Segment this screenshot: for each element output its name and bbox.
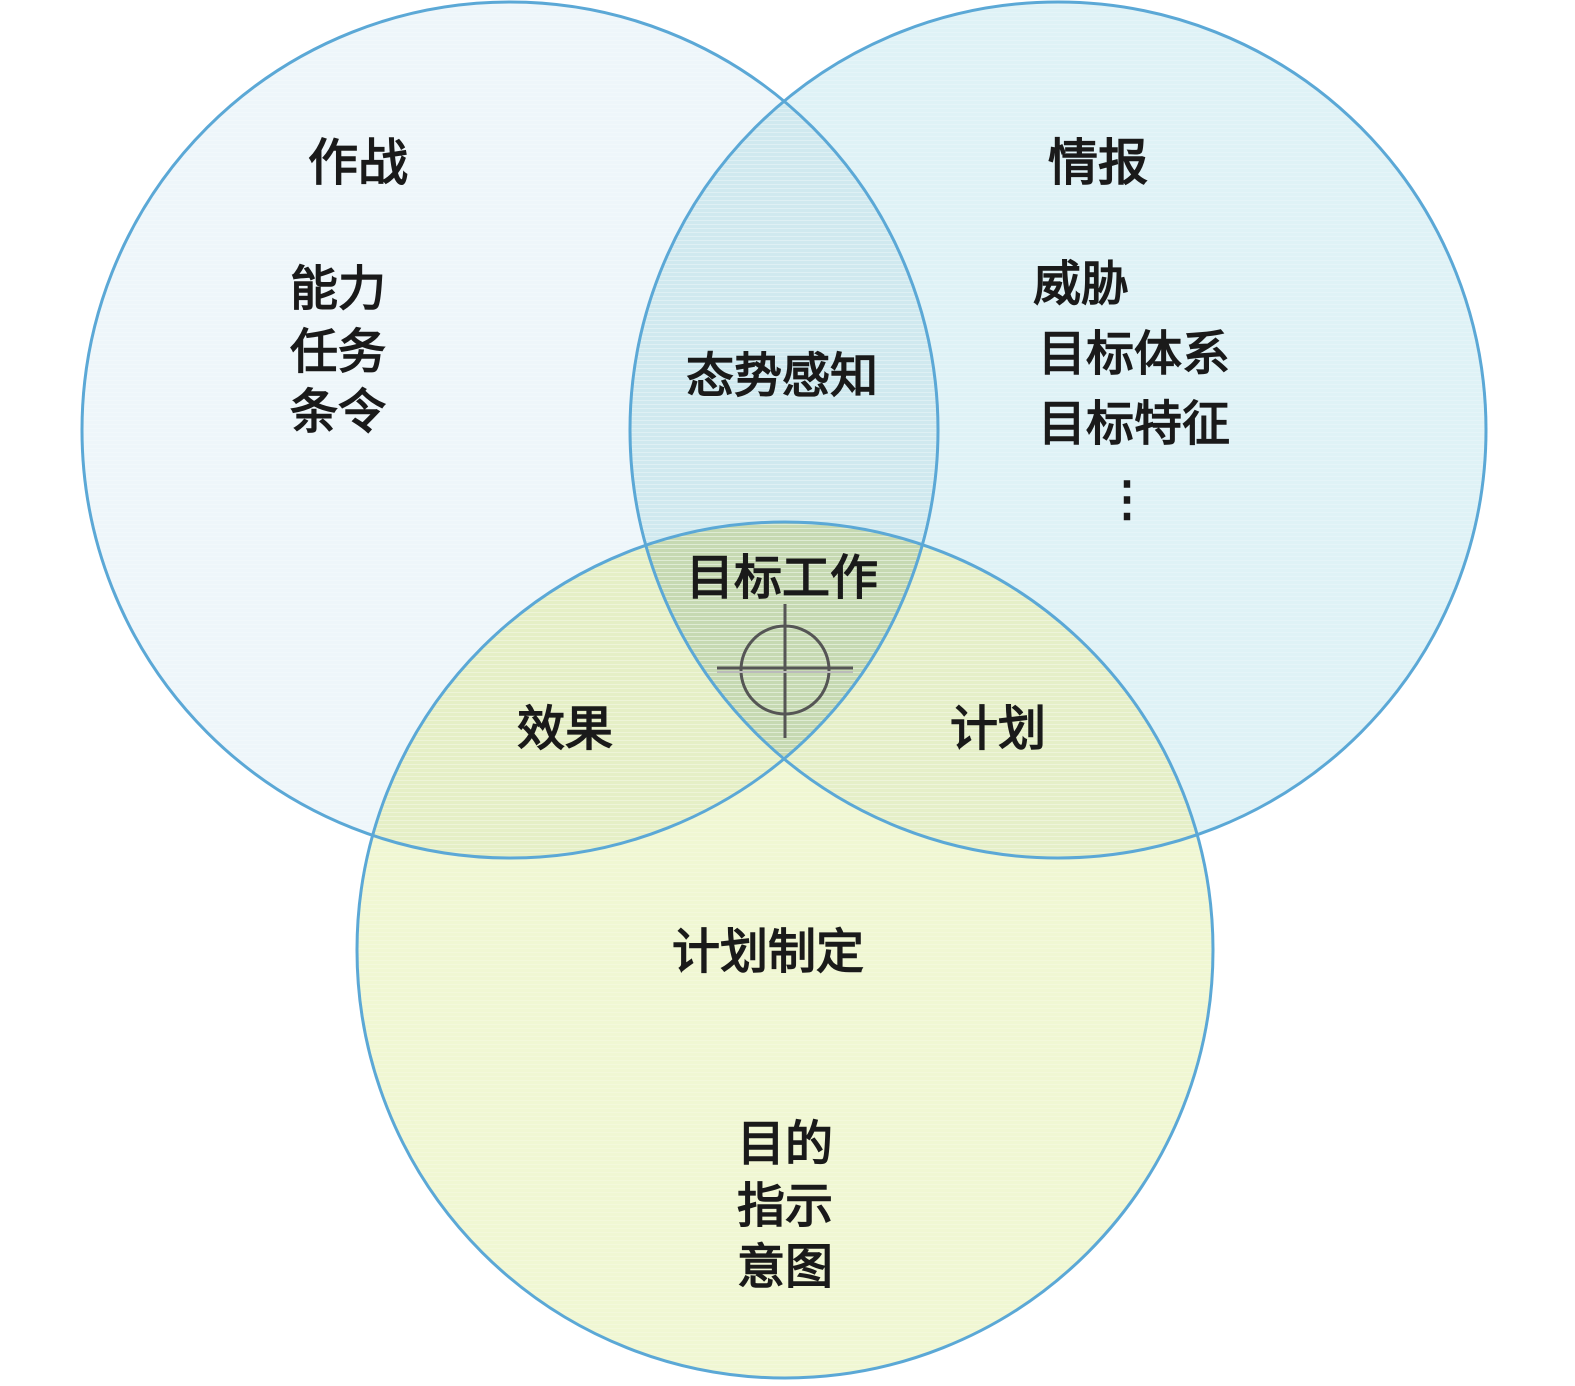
- intelligence-outline: [628, 0, 1488, 860]
- planning-title: 计划制定: [672, 924, 864, 980]
- intelligence-title: 情报: [1048, 133, 1148, 192]
- operations-outline: [80, 0, 940, 860]
- intelligence-more: ⋮: [1103, 471, 1151, 527]
- targeting-label: 目标工作: [686, 550, 878, 606]
- operations-item: 能力: [290, 261, 386, 317]
- effects-label: 效果: [517, 701, 613, 757]
- plan-label: 计划: [950, 701, 1046, 757]
- planning-outline: [355, 520, 1215, 1380]
- intelligence-item: 目标特征: [1038, 396, 1230, 452]
- intelligence-item: 威胁: [1033, 256, 1129, 312]
- situational-awareness-label: 态势感知: [686, 348, 878, 404]
- operations-title: 作战: [308, 133, 408, 192]
- operations-item: 条令: [290, 384, 387, 440]
- planning-item: 指示: [737, 1178, 833, 1234]
- planning-item: 目的: [737, 1116, 833, 1172]
- planning-item: 意图: [737, 1239, 833, 1295]
- intelligence-item: 目标体系: [1038, 326, 1230, 382]
- operations-item: 任务: [290, 324, 386, 380]
- crosshair-icon: [717, 604, 853, 738]
